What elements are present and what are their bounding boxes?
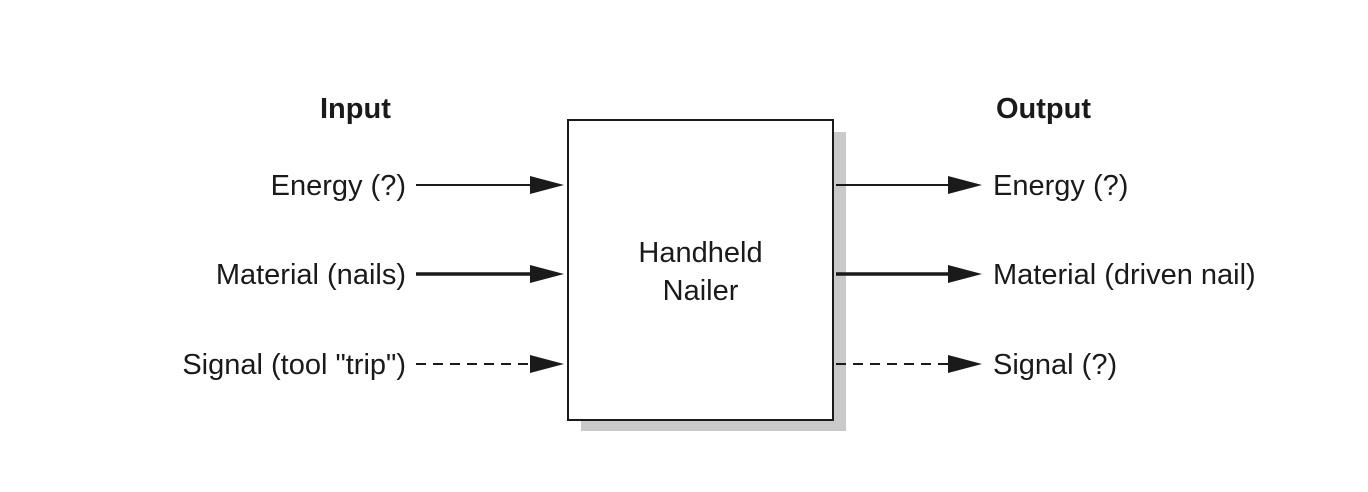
- input-energy-label: Energy (?): [270, 170, 406, 202]
- process-label-line-2: Nailer: [662, 275, 739, 307]
- output-material-arrow: [836, 265, 982, 283]
- process-label-line-1: Handheld: [638, 237, 763, 269]
- process-label: Handheld Nailer: [567, 234, 834, 310]
- input-heading: Input: [320, 93, 391, 125]
- output-heading: Output: [996, 93, 1092, 125]
- output-energy-arrow: [836, 176, 982, 194]
- output-energy-label: Energy (?): [993, 170, 1129, 202]
- process-box: [567, 119, 834, 421]
- input-energy-arrow: [416, 176, 564, 194]
- input-material-label: Material (nails): [215, 259, 406, 291]
- output-signal-label: Signal (?): [993, 349, 1118, 381]
- input-signal-arrow: [416, 355, 564, 373]
- input-signal-label: Signal (tool "trip"): [182, 349, 406, 381]
- output-signal-arrow: [836, 355, 982, 373]
- input-material-arrow: [416, 265, 564, 283]
- output-material-label: Material (driven nail): [993, 259, 1256, 291]
